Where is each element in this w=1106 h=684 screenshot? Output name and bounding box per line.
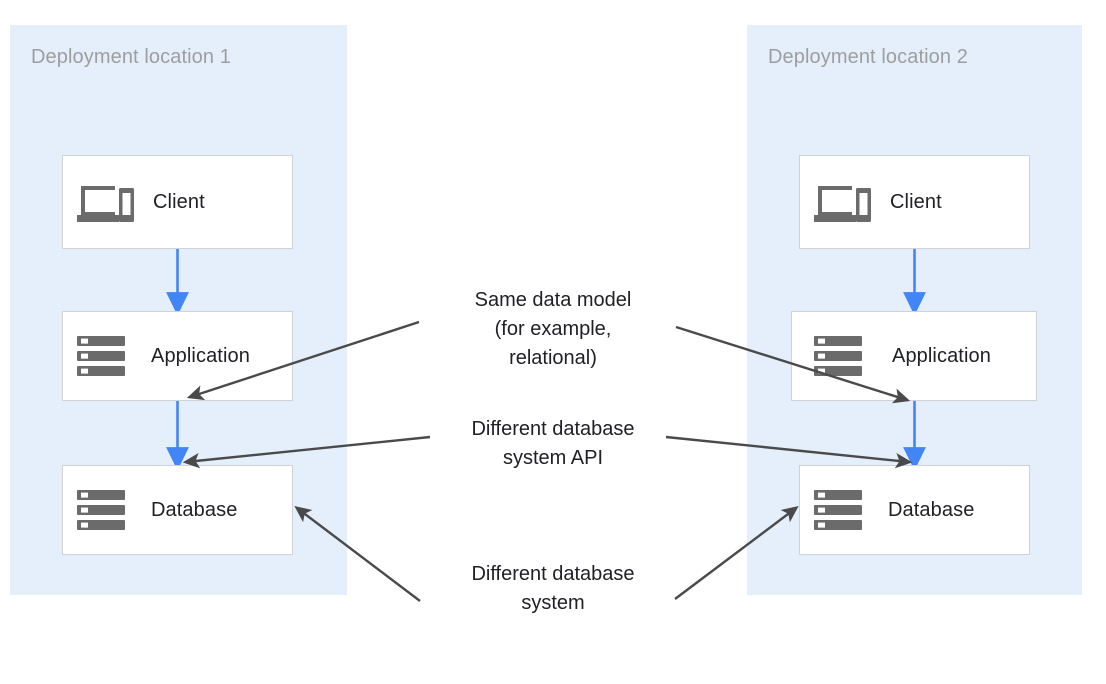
node-label-application-2: Application bbox=[892, 345, 991, 367]
server-stack-icon bbox=[814, 490, 862, 530]
server-stack-icon bbox=[77, 490, 125, 530]
leader-db-api-right bbox=[665, 435, 913, 469]
node-label-database-1: Database bbox=[151, 499, 238, 521]
node-database-1[interactable]: Database bbox=[62, 465, 293, 555]
annotation-same-data-model: Same data model (for example, relational… bbox=[474, 289, 632, 369]
leader-db-api-left bbox=[182, 435, 431, 469]
leader-db-system-left bbox=[294, 505, 421, 602]
node-label-application-1: Application bbox=[151, 345, 250, 367]
node-label-client-2: Client bbox=[890, 191, 942, 213]
leader-data-model-right bbox=[675, 325, 911, 404]
annotation-different-database-system: Different database system bbox=[471, 563, 635, 614]
node-label-client-1: Client bbox=[153, 191, 205, 213]
devices-icon bbox=[814, 186, 871, 222]
server-stack-icon bbox=[77, 336, 125, 376]
node-client-1[interactable]: Client bbox=[62, 155, 293, 249]
node-application-2[interactable]: Application bbox=[791, 311, 1037, 401]
annotation-different-database-system-api: Different database system API bbox=[471, 418, 635, 469]
node-application-1[interactable]: Application bbox=[62, 311, 293, 401]
node-label-database-2: Database bbox=[888, 499, 975, 521]
leader-db-system-right bbox=[674, 505, 799, 600]
devices-icon bbox=[77, 186, 134, 222]
node-client-2[interactable]: Client bbox=[799, 155, 1030, 249]
leader-data-model-left bbox=[186, 320, 420, 401]
zone-title-1: Deployment location 1 bbox=[31, 46, 231, 68]
node-database-2[interactable]: Database bbox=[799, 465, 1030, 555]
zone-title-2: Deployment location 2 bbox=[768, 46, 968, 68]
